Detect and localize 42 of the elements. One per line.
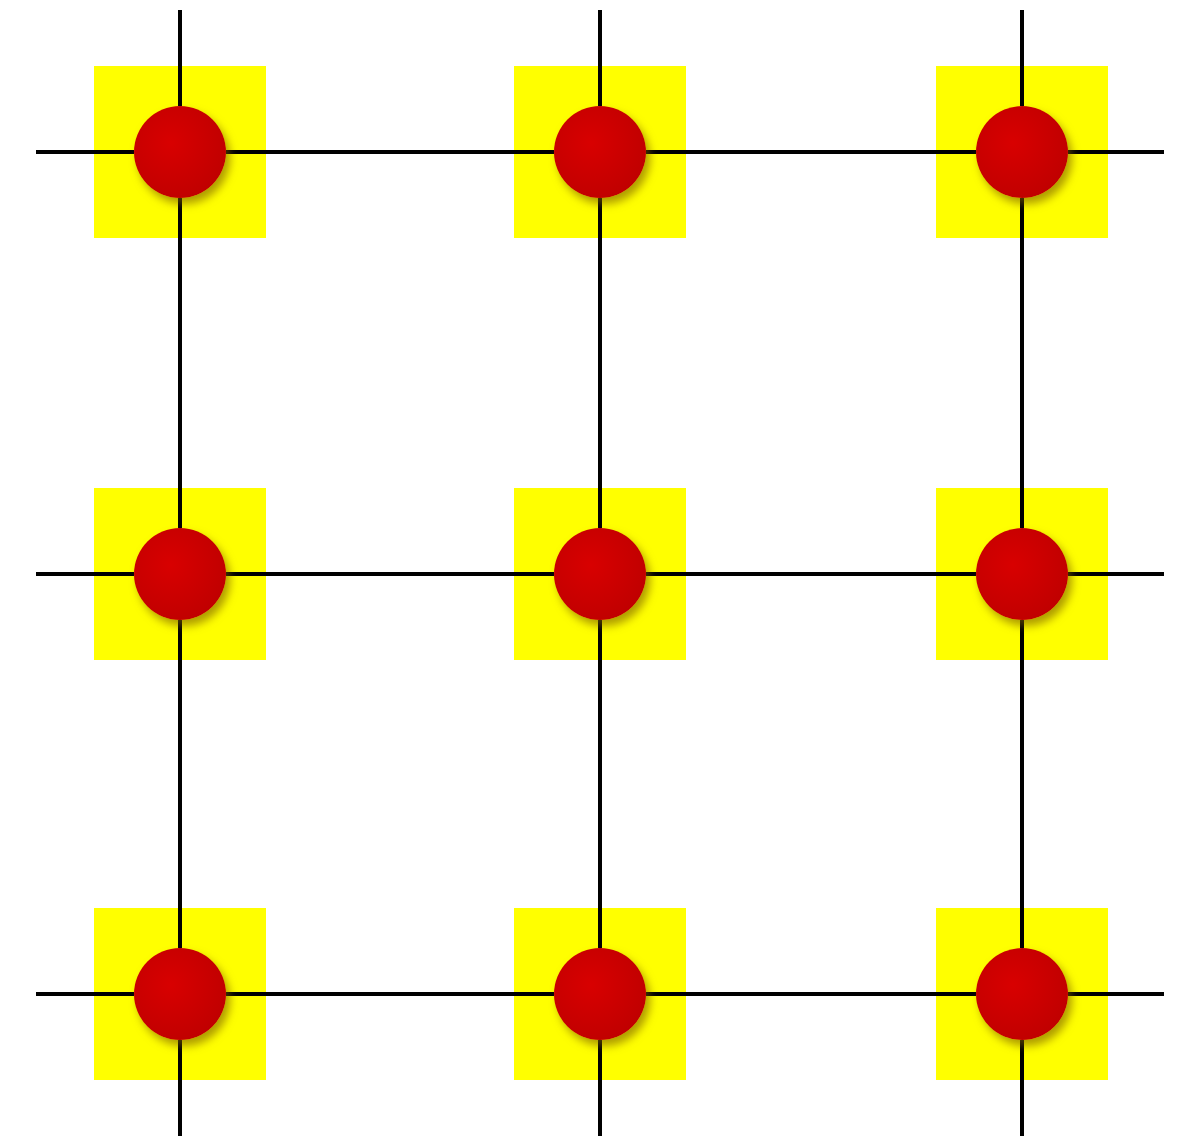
connector-line: [226, 150, 554, 154]
highlight-square: [514, 488, 686, 660]
connector-line: [226, 572, 554, 576]
connector-line: [646, 572, 976, 576]
connector-line: [1020, 1040, 1024, 1136]
node-circle: [134, 948, 226, 1040]
highlight-square: [94, 908, 266, 1080]
connector-line: [1020, 620, 1024, 948]
highlight-square: [936, 908, 1108, 1080]
connector-line: [1020, 10, 1024, 106]
node-circle: [134, 106, 226, 198]
connector-line: [598, 1040, 602, 1136]
connector-line: [178, 1040, 182, 1136]
connector-line: [598, 620, 602, 948]
node-circle: [976, 948, 1068, 1040]
connector-line: [36, 150, 134, 154]
highlight-square: [94, 66, 266, 238]
highlight-square: [514, 66, 686, 238]
connector-line: [646, 150, 976, 154]
node-circle: [976, 528, 1068, 620]
highlight-square: [936, 488, 1108, 660]
highlight-square: [936, 66, 1108, 238]
connector-line: [226, 992, 554, 996]
connector-line: [1068, 150, 1164, 154]
node-circle: [554, 948, 646, 1040]
node-circle: [976, 106, 1068, 198]
connector-line: [1020, 198, 1024, 528]
highlight-square: [94, 488, 266, 660]
node-circle: [134, 528, 226, 620]
node-circle: [554, 528, 646, 620]
highlight-square: [514, 908, 686, 1080]
connector-line: [598, 10, 602, 106]
node-circle: [554, 106, 646, 198]
connector-line: [36, 992, 134, 996]
connector-line: [598, 198, 602, 528]
connector-line: [36, 572, 134, 576]
connector-line: [178, 620, 182, 948]
connector-line: [178, 198, 182, 528]
connector-line: [178, 10, 182, 106]
connector-line: [1068, 572, 1164, 576]
connector-line: [1068, 992, 1164, 996]
connector-line: [646, 992, 976, 996]
